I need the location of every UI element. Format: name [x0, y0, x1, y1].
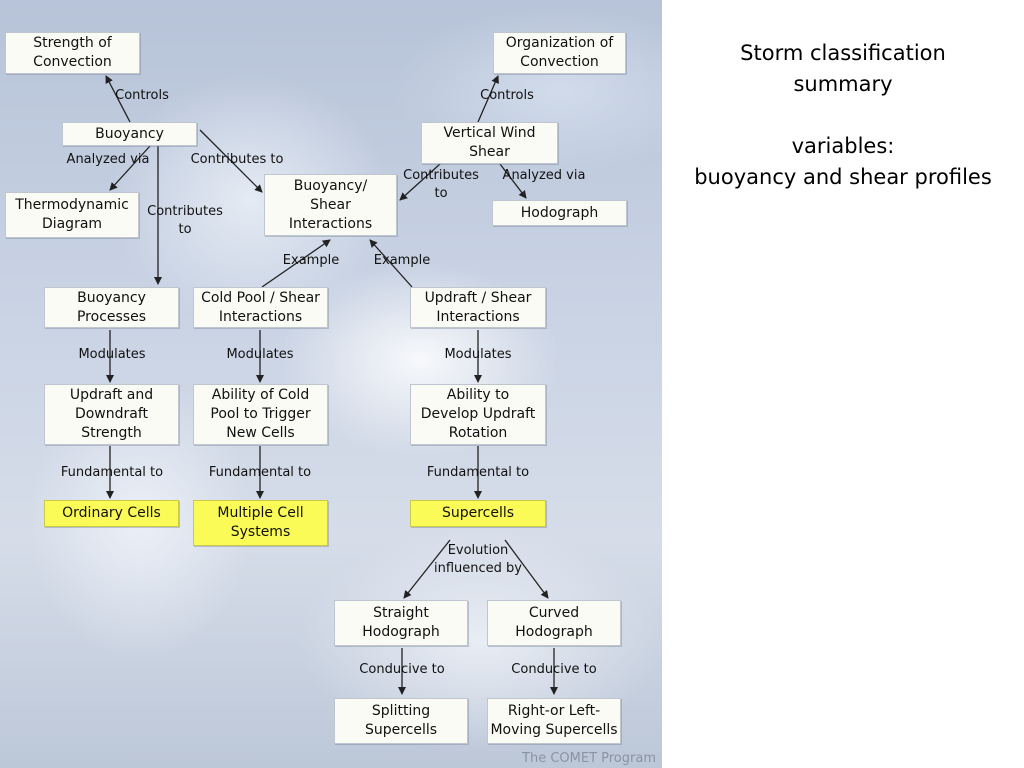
arrow-updraftshear-to-interactions — [369, 239, 413, 288]
arrow-buoyancy-to-interactions — [199, 129, 263, 193]
slide-title-line-1: Storm classification — [740, 41, 946, 65]
label-modulates-2: Modulates — [226, 347, 294, 362]
node-splitting-supercells: Splitting Supercells — [334, 698, 468, 744]
arrow-coldpool-to-interactions — [261, 239, 331, 288]
node-thermodynamic-diagram: Thermodynamic Diagram — [5, 192, 139, 238]
node-strength-of-convection: Strength of Convection — [5, 32, 140, 74]
node-updraft-shear-interactions: Updraft / Shear Interactions — [410, 287, 546, 328]
slide-title-spacer — [668, 100, 1018, 131]
label-analyzed-via-left: Analyzed via — [66, 152, 150, 167]
node-updraft-downdraft-strength: Updraft and Downdraft Strength — [44, 384, 179, 445]
node-buoyancy: Buoyancy — [62, 122, 197, 146]
node-ordinary-cells: Ordinary Cells — [44, 500, 179, 527]
label-controls-left: Controls — [115, 88, 169, 103]
node-multiple-cell-systems: Multiple Cell Systems — [193, 500, 328, 546]
node-moving-supercells: Right-or Left- Moving Supercells — [487, 698, 621, 744]
slide-variables-text: buoyancy and shear profiles — [694, 165, 992, 189]
label-example-left: Example — [282, 253, 340, 268]
label-conducive-2: Conducive to — [511, 662, 597, 677]
arrow-shear-to-organization — [477, 75, 499, 123]
label-modulates-3: Modulates — [444, 347, 512, 362]
label-contributes-to-right: Contributes to — [403, 168, 479, 201]
node-buoyancy-shear-interactions: Buoyancy/ Shear Interactions — [264, 174, 397, 236]
label-conducive-1: Conducive to — [359, 662, 445, 677]
node-updraft-rotation: Ability to Develop Updraft Rotation — [410, 384, 546, 445]
label-evolution-influenced-by: Evolution influenced by — [434, 543, 522, 576]
label-contributes-to: Contributes to — [190, 152, 284, 167]
node-straight-hodograph: Straight Hodograph — [334, 600, 468, 646]
arrow-to-straight — [403, 539, 451, 599]
slide-variables-heading: variables: — [791, 134, 895, 158]
label-fundamental-3: Fundamental to — [426, 465, 530, 480]
node-curved-hodograph: Curved Hodograph — [487, 600, 621, 646]
node-cold-pool-shear-interactions: Cold Pool / Shear Interactions — [193, 287, 328, 328]
concept-map-diagram: Strength of Convection Organization of C… — [0, 0, 662, 768]
label-example-right: Example — [373, 253, 431, 268]
node-supercells: Supercells — [410, 500, 546, 527]
label-fundamental-2: Fundamental to — [208, 465, 312, 480]
node-organization-of-convection: Organization of Convection — [493, 32, 626, 74]
connector-arrows — [105, 75, 558, 695]
arrow-buoyancy-to-thermo — [109, 145, 151, 191]
label-analyzed-via-right: Analyzed via — [502, 168, 586, 183]
label-fundamental-1: Fundamental to — [60, 465, 164, 480]
node-buoyancy-processes: Buoyancy Processes — [44, 287, 179, 328]
slide-title-line-2: summary — [793, 72, 893, 96]
label-contributes-to-left: Contributes to — [147, 204, 223, 237]
arrow-shear-to-hodograph — [499, 163, 527, 199]
node-cold-pool-trigger: Ability of Cold Pool to Trigger New Cell… — [193, 384, 328, 445]
node-vertical-wind-shear: Vertical Wind Shear — [421, 122, 558, 164]
arrow-shear-to-interactions — [399, 163, 441, 201]
arrow-to-curved — [504, 539, 549, 599]
arrow-buoyancy-to-strength — [105, 75, 131, 123]
node-hodograph: Hodograph — [492, 200, 627, 226]
label-controls-right: Controls — [480, 88, 534, 103]
credit-watermark: The COMET Program — [522, 751, 656, 766]
label-modulates-1: Modulates — [78, 347, 146, 362]
slide-title-block: Storm classification summary variables: … — [668, 38, 1018, 193]
